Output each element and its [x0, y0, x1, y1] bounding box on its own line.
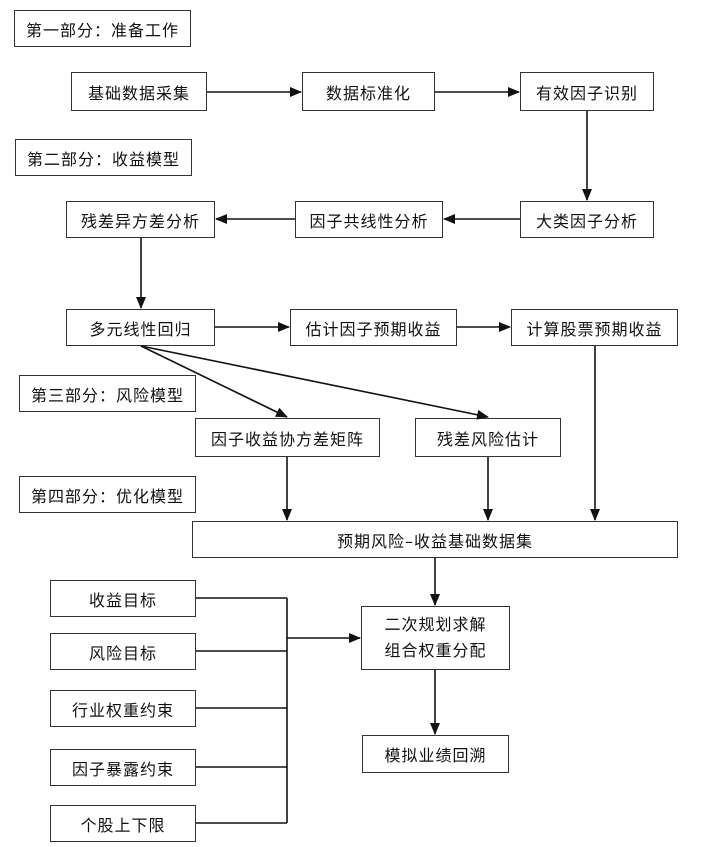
node-basic-data-collection: 基础数据采集 — [71, 72, 207, 111]
node-label: 基础数据采集 — [87, 83, 190, 103]
node-label: 计算股票预期收益 — [526, 319, 663, 339]
node-factor-collinearity-analysis: 因子共线性分析 — [295, 201, 443, 238]
node-effective-factor-identification: 有效因子识别 — [520, 72, 654, 111]
section-label-text: 第四部分：优化模型 — [30, 486, 184, 506]
node-expected-risk-return-dataset: 预期风险–收益基础数据集 — [192, 521, 678, 558]
node-label-line1: 二次规划求解 — [384, 615, 487, 634]
edge-regression-to-residual-risk — [140, 345, 489, 420]
constraint-label: 收益目标 — [88, 590, 157, 610]
node-simulated-performance-backtest: 模拟业绩回溯 — [362, 735, 509, 773]
node-data-standardization: 数据标准化 — [302, 72, 435, 111]
node-estimate-factor-expected-return: 估计因子预期收益 — [290, 309, 457, 346]
constraint-label: 因子暴露约束 — [71, 759, 174, 779]
node-label: 因子共线性分析 — [309, 211, 429, 231]
section-label-text: 第三部分：风险模型 — [30, 385, 184, 405]
edge-regression-to-covariance — [140, 345, 288, 418]
constraint-factor-exposure: 因子暴露约束 — [50, 749, 196, 786]
node-quadratic-programming: 二次规划求解 组合权重分配 — [361, 606, 510, 670]
node-label: 残差异方差分析 — [80, 211, 200, 231]
section-label-part3: 第三部分：风险模型 — [19, 375, 196, 412]
node-label: 有效因子识别 — [535, 83, 638, 103]
node-factor-return-covariance-matrix: 因子收益协方差矩阵 — [195, 418, 380, 457]
node-residual-heteroscedasticity-analysis: 残差异方差分析 — [66, 201, 215, 238]
section-label-part2: 第二部分：收益模型 — [15, 139, 192, 176]
constraint-label: 行业权重约束 — [71, 700, 174, 720]
node-compute-stock-expected-return: 计算股票预期收益 — [511, 309, 678, 346]
section-label-text: 第一部分：准备工作 — [25, 20, 179, 40]
node-label: 大类因子分析 — [535, 211, 638, 231]
constraint-stock-bounds: 个股上下限 — [50, 805, 196, 842]
section-label-text: 第二部分：收益模型 — [26, 149, 180, 169]
constraint-label: 个股上下限 — [80, 815, 166, 835]
node-label: 数据标准化 — [325, 83, 411, 103]
node-label: 预期风险–收益基础数据集 — [336, 531, 533, 551]
constraint-label: 风险目标 — [88, 643, 157, 663]
node-label: 模拟业绩回溯 — [384, 746, 487, 765]
node-label: 多元线性回归 — [89, 319, 192, 339]
constraint-return-target: 收益目标 — [50, 580, 196, 617]
node-label: 残差风险估计 — [436, 429, 539, 449]
node-multiple-linear-regression: 多元线性回归 — [66, 309, 215, 346]
node-major-factor-analysis: 大类因子分析 — [520, 201, 654, 238]
section-label-part4: 第四部分：优化模型 — [19, 476, 196, 513]
node-label-line2: 组合权重分配 — [384, 641, 487, 660]
constraint-risk-target: 风险目标 — [50, 633, 196, 670]
node-label: 因子收益协方差矩阵 — [210, 429, 364, 449]
section-label-part1: 第一部分：准备工作 — [14, 10, 191, 47]
node-label: 估计因子预期收益 — [305, 319, 442, 339]
constraint-industry-weight: 行业权重约束 — [50, 690, 196, 727]
node-residual-risk-estimation: 残差风险估计 — [415, 418, 561, 457]
